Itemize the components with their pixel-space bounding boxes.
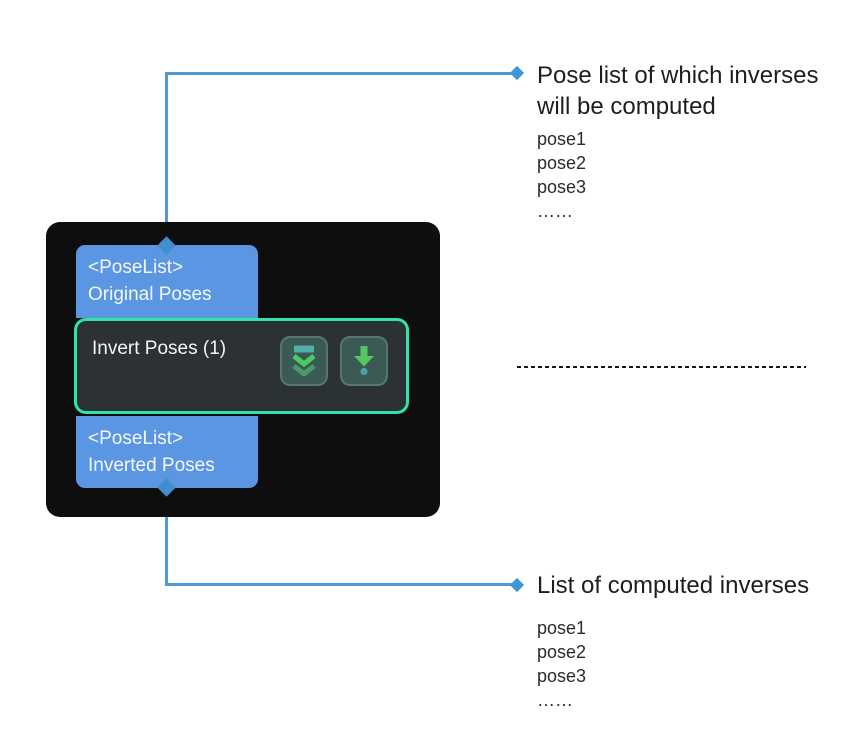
list-item: pose2	[537, 153, 587, 173]
input-annotation-title: Pose list of which inverses will be comp…	[537, 62, 819, 120]
double-chevron-collapse-icon	[290, 344, 318, 379]
input-port-tab[interactable]: <PoseList> Original Poses	[76, 245, 258, 318]
output-annotation-title: List of computed inverses	[537, 572, 810, 599]
step-node[interactable]: <PoseList> Original Poses Invert Poses (…	[46, 222, 440, 517]
output-port-type: <PoseList>	[88, 428, 184, 449]
list-item: pose2	[537, 642, 587, 662]
arrow-down-dot-icon	[350, 344, 378, 379]
list-item: ……	[537, 201, 573, 221]
list-item: pose1	[537, 618, 587, 638]
output-port-name: Inverted Poses	[88, 455, 215, 476]
output-port-tab[interactable]: <PoseList> Inverted Poses	[76, 416, 258, 488]
input-port-type: <PoseList>	[88, 257, 184, 278]
input-port-name: Original Poses	[88, 284, 212, 305]
step-body-selected[interactable]: Invert Poses (1)	[74, 318, 409, 414]
input-callout-line	[165, 72, 512, 75]
output-callout-line	[165, 583, 512, 586]
step-title: Invert Poses (1)	[92, 338, 227, 359]
list-item: ……	[537, 690, 573, 710]
list-item: pose1	[537, 129, 587, 149]
list-item: pose3	[537, 666, 587, 686]
output-annotation-list: pose1 pose2 pose3 ……	[537, 616, 586, 712]
collapse-parameters-button[interactable]	[280, 336, 328, 386]
step-output-button[interactable]	[340, 336, 388, 386]
input-callout-diamond-icon	[509, 65, 525, 81]
output-connector-wire-vertical	[165, 487, 168, 586]
output-callout-diamond-icon	[509, 577, 525, 593]
list-item: pose3	[537, 177, 587, 197]
input-annotation-list: pose1 pose2 pose3 ……	[537, 127, 586, 223]
dotted-divider	[517, 366, 806, 368]
input-connector-wire-vertical	[165, 73, 168, 243]
